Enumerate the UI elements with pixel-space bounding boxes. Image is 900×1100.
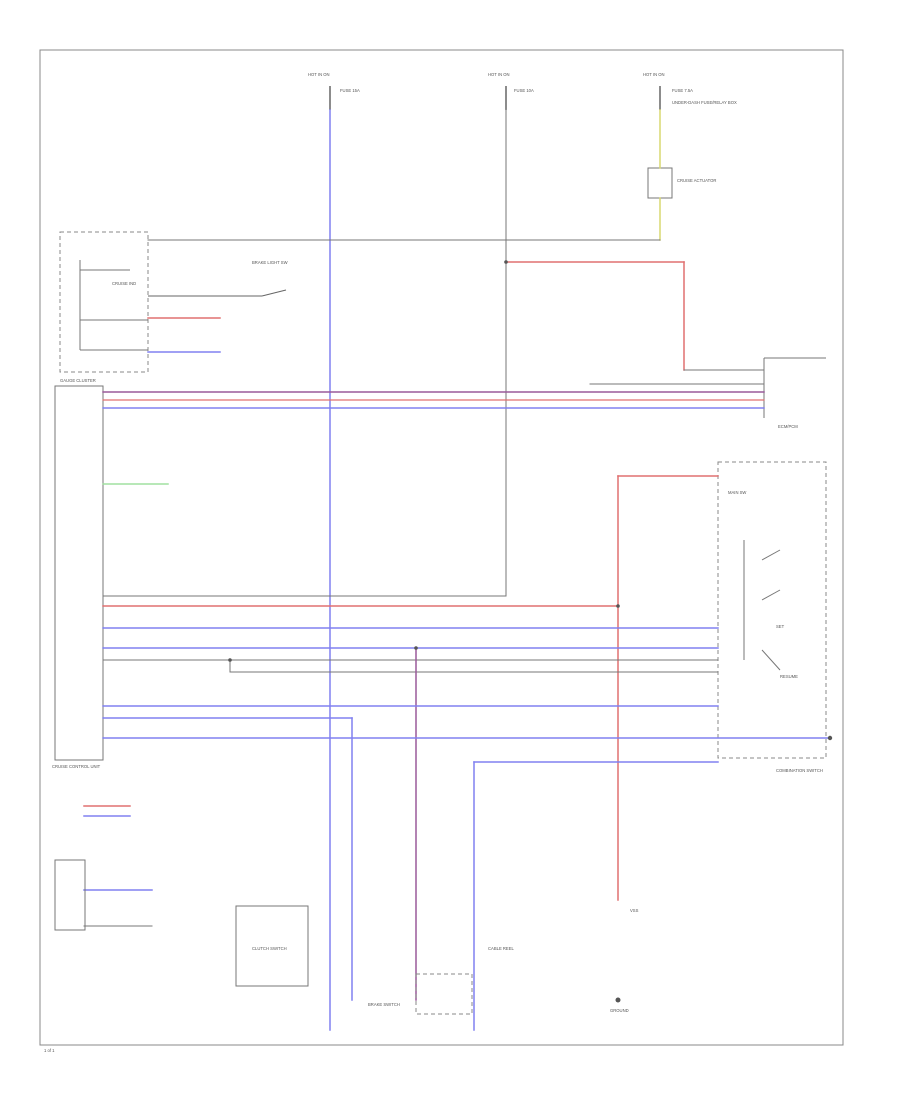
fuse-box-note: UNDER-DASH FUSE/RELAY BOX: [672, 100, 737, 105]
brake-switch-box: [415, 973, 473, 1015]
right-top-relay-label: CRUISE ACTUATOR: [677, 178, 716, 183]
fuse-label-right: FUSE 7.5A: [672, 88, 693, 93]
fuse-label-left: FUSE 15A: [340, 88, 360, 93]
clutch-switch-label: CLUTCH SWITCH: [252, 946, 287, 951]
gauge-cluster-block: GAUGE CLUSTER CRUISE IND: [59, 231, 149, 383]
hot-label-right: HOT IN ON: [643, 72, 665, 77]
hot-label-mid: HOT IN ON: [488, 72, 510, 77]
set-switch-label: SET: [776, 624, 785, 629]
clutch-switch-box: [235, 905, 309, 987]
vss-label: VSS: [630, 908, 639, 913]
fuse-label-mid: FUSE 10A: [514, 88, 534, 93]
junction-dots: [228, 260, 833, 741]
cruise-control-unit-block: CRUISE CONTROL UNIT: [52, 385, 104, 769]
resume-switch-label: RESUME: [780, 674, 798, 679]
ground-symbol: [615, 997, 621, 1003]
cable-reel-label: CABLE REEL: [488, 946, 515, 951]
gauge-cluster-label: GAUGE CLUSTER: [60, 378, 96, 383]
cruise-indicator-label: CRUISE IND: [112, 281, 136, 286]
footer-page-label: 1 of 1: [44, 1048, 55, 1053]
wires: [83, 109, 831, 1031]
cruise-control-unit-label: CRUISE CONTROL UNIT: [52, 764, 101, 769]
right-top-relay: [647, 167, 673, 199]
hot-label-left: HOT IN ON: [308, 72, 330, 77]
ground-label: GROUND: [610, 1008, 629, 1013]
combination-switch-block: COMBINATION SWITCH MAIN SW SET RESUME: [717, 461, 827, 773]
main-switch-label: MAIN SW: [728, 490, 746, 495]
combination-switch-label: COMBINATION SWITCH: [776, 768, 823, 773]
diagram-frame: [39, 49, 844, 1046]
ecm-label: ECM/PCM: [778, 424, 798, 429]
fuses: [329, 86, 661, 110]
left-lower-box: [54, 859, 86, 931]
brake-light-switch: BRAKE LIGHT SW: [148, 260, 288, 297]
top-power-labels: HOT IN ON FUSE 15A HOT IN ON FUSE 10A HO…: [308, 72, 737, 105]
ecm-block: ECM/PCM: [763, 357, 826, 429]
lower-components: CLUTCH SWITCH BRAKE SWITCH CABLE REEL VS…: [54, 859, 639, 1015]
brake-switch-label: BRAKE SWITCH: [368, 1002, 400, 1007]
brake-light-label: BRAKE LIGHT SW: [252, 260, 288, 265]
